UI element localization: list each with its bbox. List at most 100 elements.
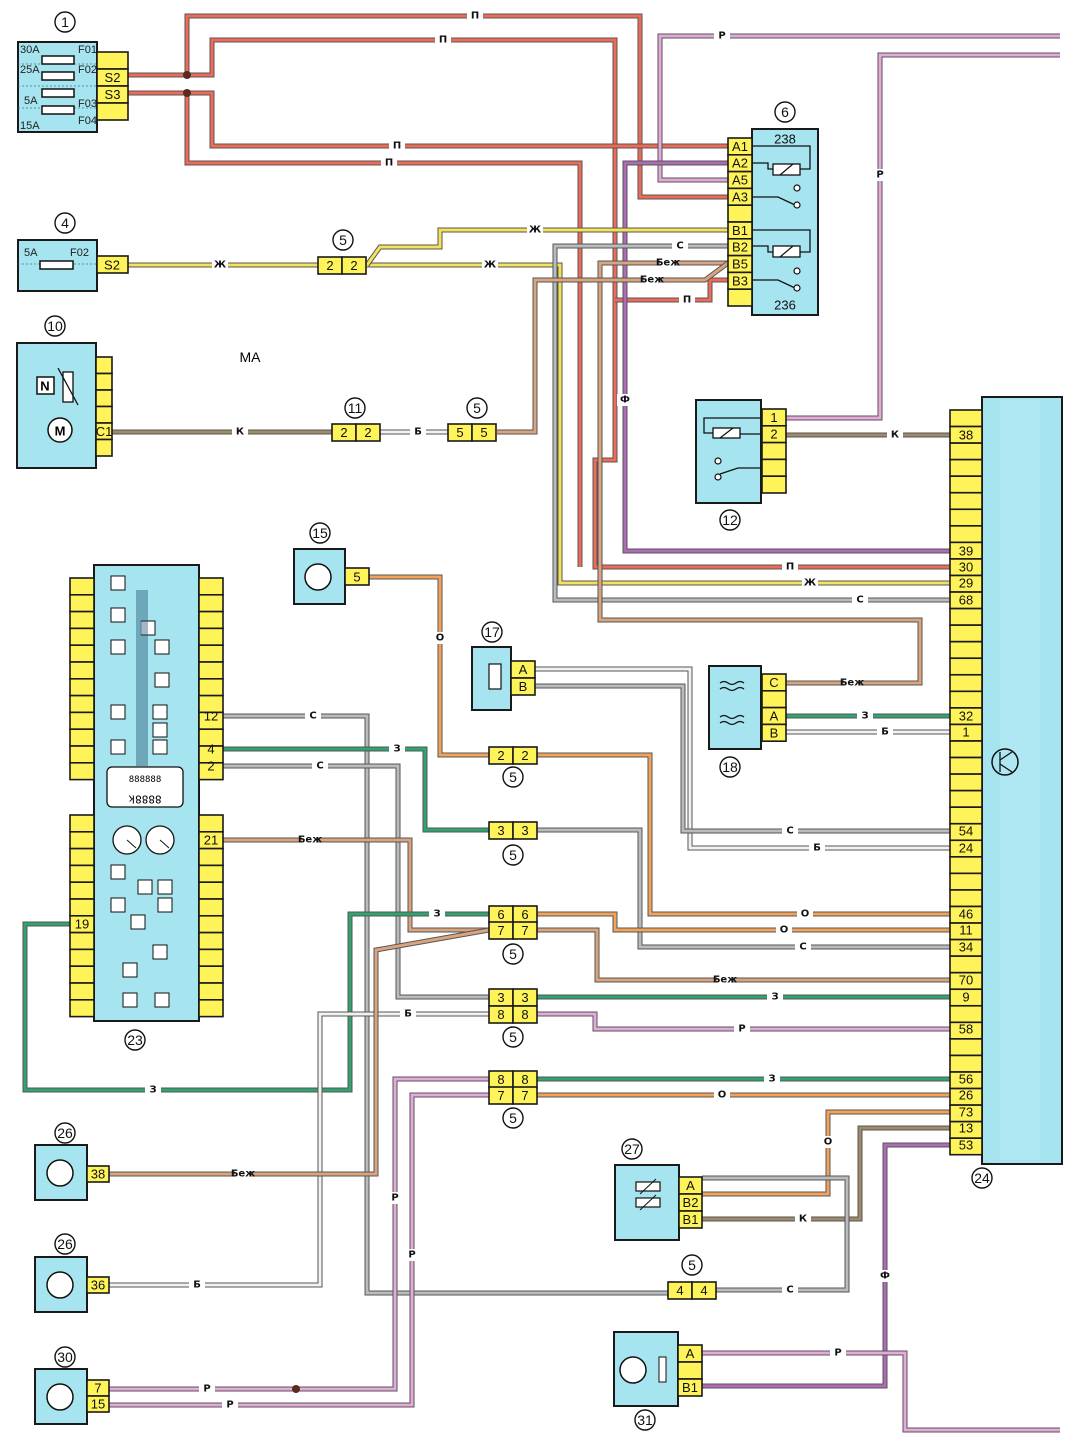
junction-dot [183,89,191,97]
warning-lamp-icon [154,992,170,1008]
connector-pin [949,1038,983,1057]
wire [553,244,950,602]
connector-pin [69,864,95,884]
wire-color-label: Р [408,1250,415,1261]
svg-text:5: 5 [509,769,517,785]
pin-label: B5 [732,257,748,272]
wire-label-bg [381,157,397,169]
warning-lamp-icon [152,739,168,755]
warning-lamp-icon [110,897,126,913]
pin-label: 6 [521,907,528,922]
wire-outline [537,927,950,983]
wire-color-label: Ф [620,395,630,406]
wire-color-label: П [393,141,401,152]
wire-label-bg [714,30,730,42]
connector-pin [69,982,95,1001]
component-number: 12 [719,509,741,531]
wire-label-bg [432,632,448,644]
wire [109,1077,489,1391]
connector-pin [761,475,787,494]
connector-pin [69,965,95,984]
inline-connector-pin [512,746,538,765]
wire-color-label: З [771,992,778,1003]
sensor-17: AB [471,646,536,711]
component-number: 5 [502,943,524,965]
wire-outline [702,1350,1060,1433]
pin-label: 46 [959,907,973,922]
warning-lamp-icon [157,879,173,895]
component-number: 26 [54,1122,76,1144]
pin-label: B [519,679,528,694]
wire-label-bg [235,1168,251,1180]
wire-outline [109,1076,489,1392]
wire [702,1143,950,1388]
wire-label-bg [782,825,798,837]
connector-pin [949,1054,983,1073]
svg-text:5: 5 [509,1110,517,1126]
wire-label-bg [302,834,318,846]
component-number: 10 [44,315,66,337]
svg-text:5: 5 [339,232,347,248]
connector-pin [69,694,95,714]
pin-label: 3 [497,990,504,1005]
wire-label-bg [820,1136,836,1148]
component-number: 5 [332,229,354,251]
wire-color-label: О [780,925,789,936]
pin-label: 1 [770,410,777,425]
wire-color-label: П [471,11,479,22]
pin-label: 70 [959,973,973,988]
warning-lamp-icon [130,914,146,930]
pin-label: 54 [959,824,973,839]
pin-label: B1 [682,1380,698,1395]
connector-pin [86,1395,110,1413]
wire-color-label: С [316,761,323,772]
pin-label: 15 [91,1397,105,1412]
connector-pin [198,931,224,951]
pin-label: B2 [683,1195,699,1210]
pin-label: 73 [959,1105,973,1120]
wire-color-label: Р [718,31,725,42]
wire-label-bg [429,908,445,920]
connector-pin [949,624,983,643]
component-number: 24 [971,1167,993,1189]
pin-label: B1 [732,223,748,238]
wire-color-label: К [799,1214,808,1225]
connector-pin [69,881,95,900]
connector-pin [69,948,95,968]
warning-lamp-icon [154,639,170,655]
wire-color-label: С [786,826,793,837]
connector-pin [95,356,113,375]
wire [537,1012,950,1031]
connector-pin [69,677,95,697]
pin-label: 39 [959,544,973,559]
pin-label: B3 [732,273,748,288]
inline-connector-pin [512,821,538,840]
component-number: 5 [502,1026,524,1048]
wire-label-bg [877,726,893,738]
wire-color-label: Р [876,170,883,181]
component-number: 5 [502,844,524,866]
wire-label-bg [782,561,798,573]
sensor-18: CAB [708,665,787,750]
wire [658,34,1060,182]
wire-color-label: Ж [214,260,227,271]
wire-label-bg [467,10,483,22]
svg-text:5: 5 [473,400,481,416]
pin-label: 7 [521,1088,528,1103]
warning-lamp-icon [137,879,153,895]
fuse-rating: 15A [20,120,40,132]
svg-text:24: 24 [974,1170,990,1186]
wire-label-bg [795,1213,811,1225]
wire-label-bg [435,34,451,46]
wire-label-bg [400,1008,416,1020]
coil-icon [488,663,502,690]
wire-color-label: Беж [640,275,664,286]
inline-connector-pin [512,1005,538,1024]
connector-pin [95,389,113,408]
wire-outline [537,752,950,917]
lcd-odometer: 888888 [129,775,162,785]
sensor-26-a: 38 [34,1144,110,1201]
wire-label-bg [644,274,660,286]
wire-label-bg [734,1023,750,1035]
